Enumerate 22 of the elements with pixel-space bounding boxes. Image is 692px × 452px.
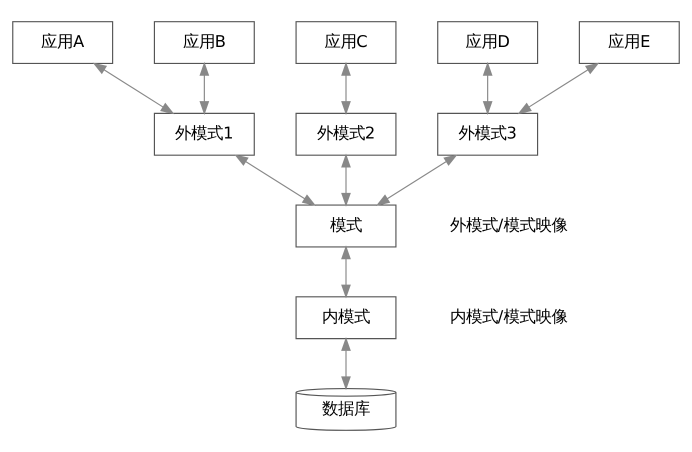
node-box: 外模式2 (296, 112, 396, 156)
node-box: 应用C (296, 21, 396, 64)
arrow (341, 336, 351, 390)
node-box: 内模式 (296, 296, 396, 340)
arrow (341, 245, 351, 299)
node-box: 模式 (296, 204, 396, 248)
node-box: 应用D (437, 21, 538, 64)
arrow (482, 62, 493, 116)
node-box: 外模式1 (154, 112, 255, 156)
arrow (341, 154, 351, 207)
node-box: 应用B (154, 21, 255, 64)
arrow (518, 62, 600, 114)
arrow (92, 62, 174, 114)
arrow (199, 62, 210, 116)
node-box: 外模式3 (437, 112, 538, 156)
arrow (341, 62, 351, 116)
label: 外模式/模式映像 (450, 215, 568, 234)
node-box: 应用A (12, 21, 114, 64)
arrow (376, 154, 458, 206)
arrow (234, 154, 316, 206)
label: 内模式/模式映像 (450, 307, 568, 326)
node-box: 应用E (578, 21, 680, 64)
